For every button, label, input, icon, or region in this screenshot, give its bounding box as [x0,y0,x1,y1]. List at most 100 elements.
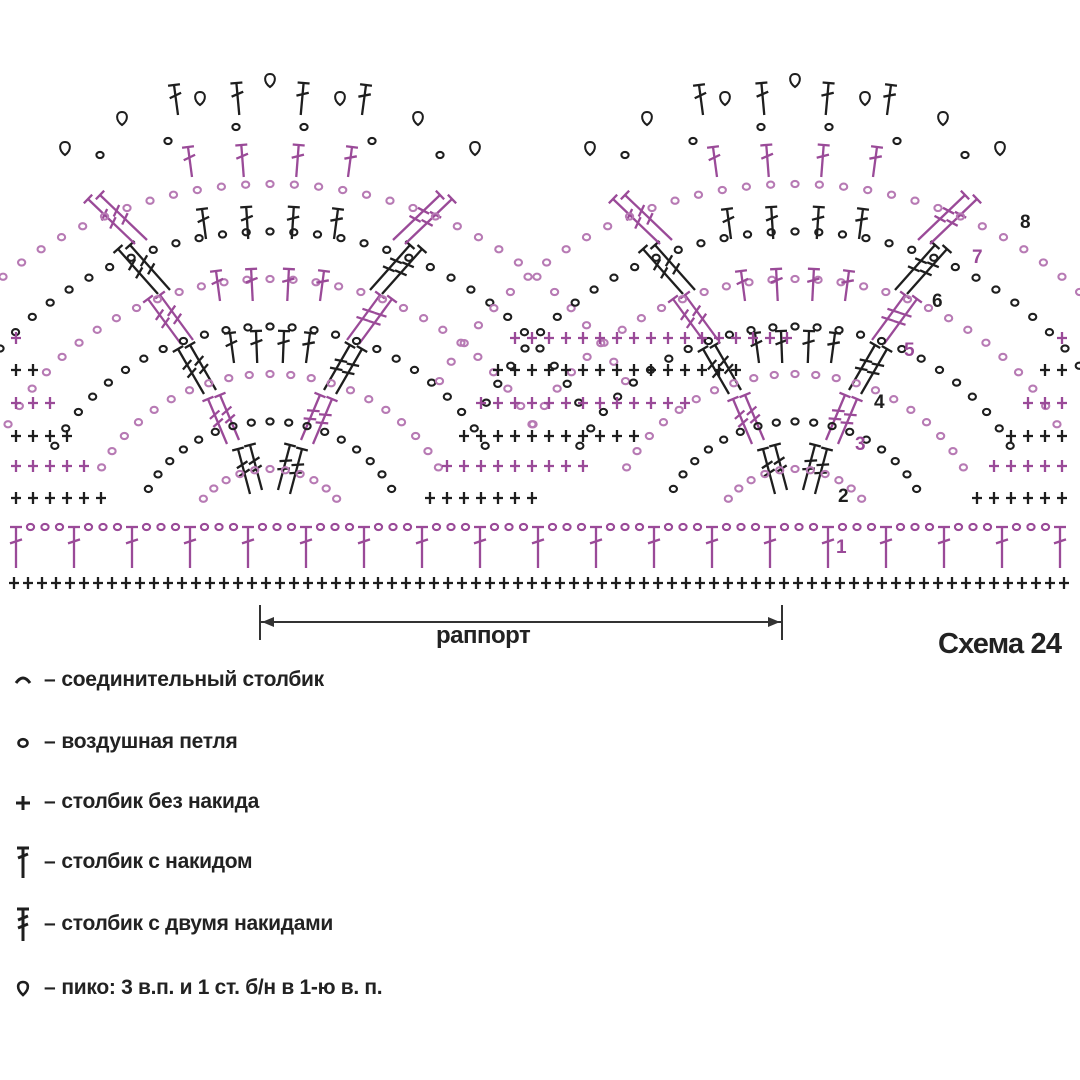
single-crochet-mark [1006,492,1016,504]
double-crochet-mark [869,145,884,178]
single-crochet-mark [611,577,621,589]
picot-mark [994,140,1006,157]
chain-stitch-mark [981,407,992,417]
single-crochet-mark [261,577,271,589]
chain-stitch-mark [632,446,642,456]
legend-item-chain: – воздушная петля [8,722,708,762]
chain-stitch-mark [120,365,131,375]
chain-stitch-mark [1057,272,1067,281]
chain-stitch-mark [968,522,978,532]
single-crochet-mark [45,492,55,504]
chain-stitch-mark [668,484,679,494]
single-crochet-mark [1023,492,1033,504]
chain-stitch-mark [699,287,709,297]
double-crochet-mark [706,145,721,178]
chain-stitch-mark [790,274,800,284]
chain-stitch-mark [122,203,132,213]
chain-stitch-mark [198,494,209,503]
treble-crochet-mark [883,294,923,345]
single-crochet-mark [493,492,503,504]
treble-crochet-mark [727,395,754,445]
single-crochet-mark [233,577,243,589]
chain-stitch-mark [385,196,395,205]
chain-stitch-mark [333,282,344,291]
single-crochet-mark [527,460,537,472]
chain-stitch-mark [404,253,414,262]
single-crochet-mark [527,492,537,504]
treble-crochet-mark [756,446,777,495]
chain-stitch-mark [287,323,297,332]
single-crochet-mark [1057,332,1067,344]
legend-label: столбик с двумя накидами [61,912,333,935]
single-crochet-icon [8,782,38,822]
chain-stitch-mark [356,287,366,297]
single-crochet-mark [331,577,341,589]
picot-mark [469,140,481,157]
chain-stitch-mark [723,494,734,503]
single-crochet-mark [443,577,453,589]
chain-stitch-mark [1011,522,1022,532]
chain-stitch-mark [431,522,442,532]
chain-stitch-mark [765,180,776,189]
chain-stitch-mark [398,303,409,313]
treble-crochet-mark [813,446,834,495]
chain-stitch-mark [364,395,374,404]
chain-stitch-mark [139,354,149,363]
chain-stitch-mark [677,295,688,304]
single-crochet-mark [476,460,486,472]
double-crochet-mark [241,525,255,568]
chain-stitch-mark [935,431,946,441]
chain-stitch-mark [246,418,256,427]
chain-stitch-mark [852,522,862,532]
chain-stitch-mark [1038,258,1049,267]
treble-crochet-icon [8,904,38,944]
chain-stitch-mark [235,469,245,479]
double-crochet-mark [827,331,842,364]
chain-stitch-mark [184,386,195,395]
chain-stitch-mark [892,136,902,146]
chain-stitch-mark [929,253,939,262]
single-crochet-mark [1040,492,1050,504]
single-crochet-mark [429,577,439,589]
single-crochet-mark [947,577,957,589]
chain-stitch-mark [621,463,632,472]
chain-stitch-mark [827,421,837,431]
single-crochet-mark [612,397,622,409]
chain-stitch-mark [73,407,84,417]
single-crochet-mark [541,577,551,589]
single-crochet-mark [45,460,55,472]
single-crochet-mark [527,397,537,409]
chain-stitch-mark [330,330,341,339]
double-crochet-mark [531,525,545,568]
chain-stitch-mark [459,338,469,348]
chain-stitch-mark [257,522,268,532]
single-crochet-mark [680,332,690,344]
chain-stitch-mark [663,522,674,532]
chain-stitch-icon [8,722,38,762]
treble-crochet-mark [202,395,229,445]
chain-stitch-mark [174,287,184,297]
chain-stitch-mark [103,378,114,387]
chain-stitch-mark [168,190,179,199]
chain-stitch-mark [866,522,877,532]
fan-motifs [0,72,1080,503]
rapport-label: раппорт [436,622,531,649]
single-crochet-mark [51,577,61,589]
chain-stitch-mark [306,373,316,383]
single-crochet-mark [275,577,285,589]
side-steps [11,332,1067,504]
legend-item-double-crochet: – столбик с накидом [8,842,708,882]
single-crochet-mark [79,460,89,472]
single-crochet-mark [807,577,817,589]
double-crochet-mark [760,143,774,178]
single-crochet-mark [373,577,383,589]
chain-stitch-mark [916,354,926,363]
single-crochet-mark [612,332,622,344]
single-crochet-mark [561,364,571,376]
single-crochet-mark [11,430,21,442]
chain-stitch-mark [790,179,800,189]
chain-stitch-mark [562,522,572,532]
single-crochet-mark [653,577,663,589]
treble-crochet-mark [288,446,309,495]
chain-stitch-mark [674,405,684,415]
